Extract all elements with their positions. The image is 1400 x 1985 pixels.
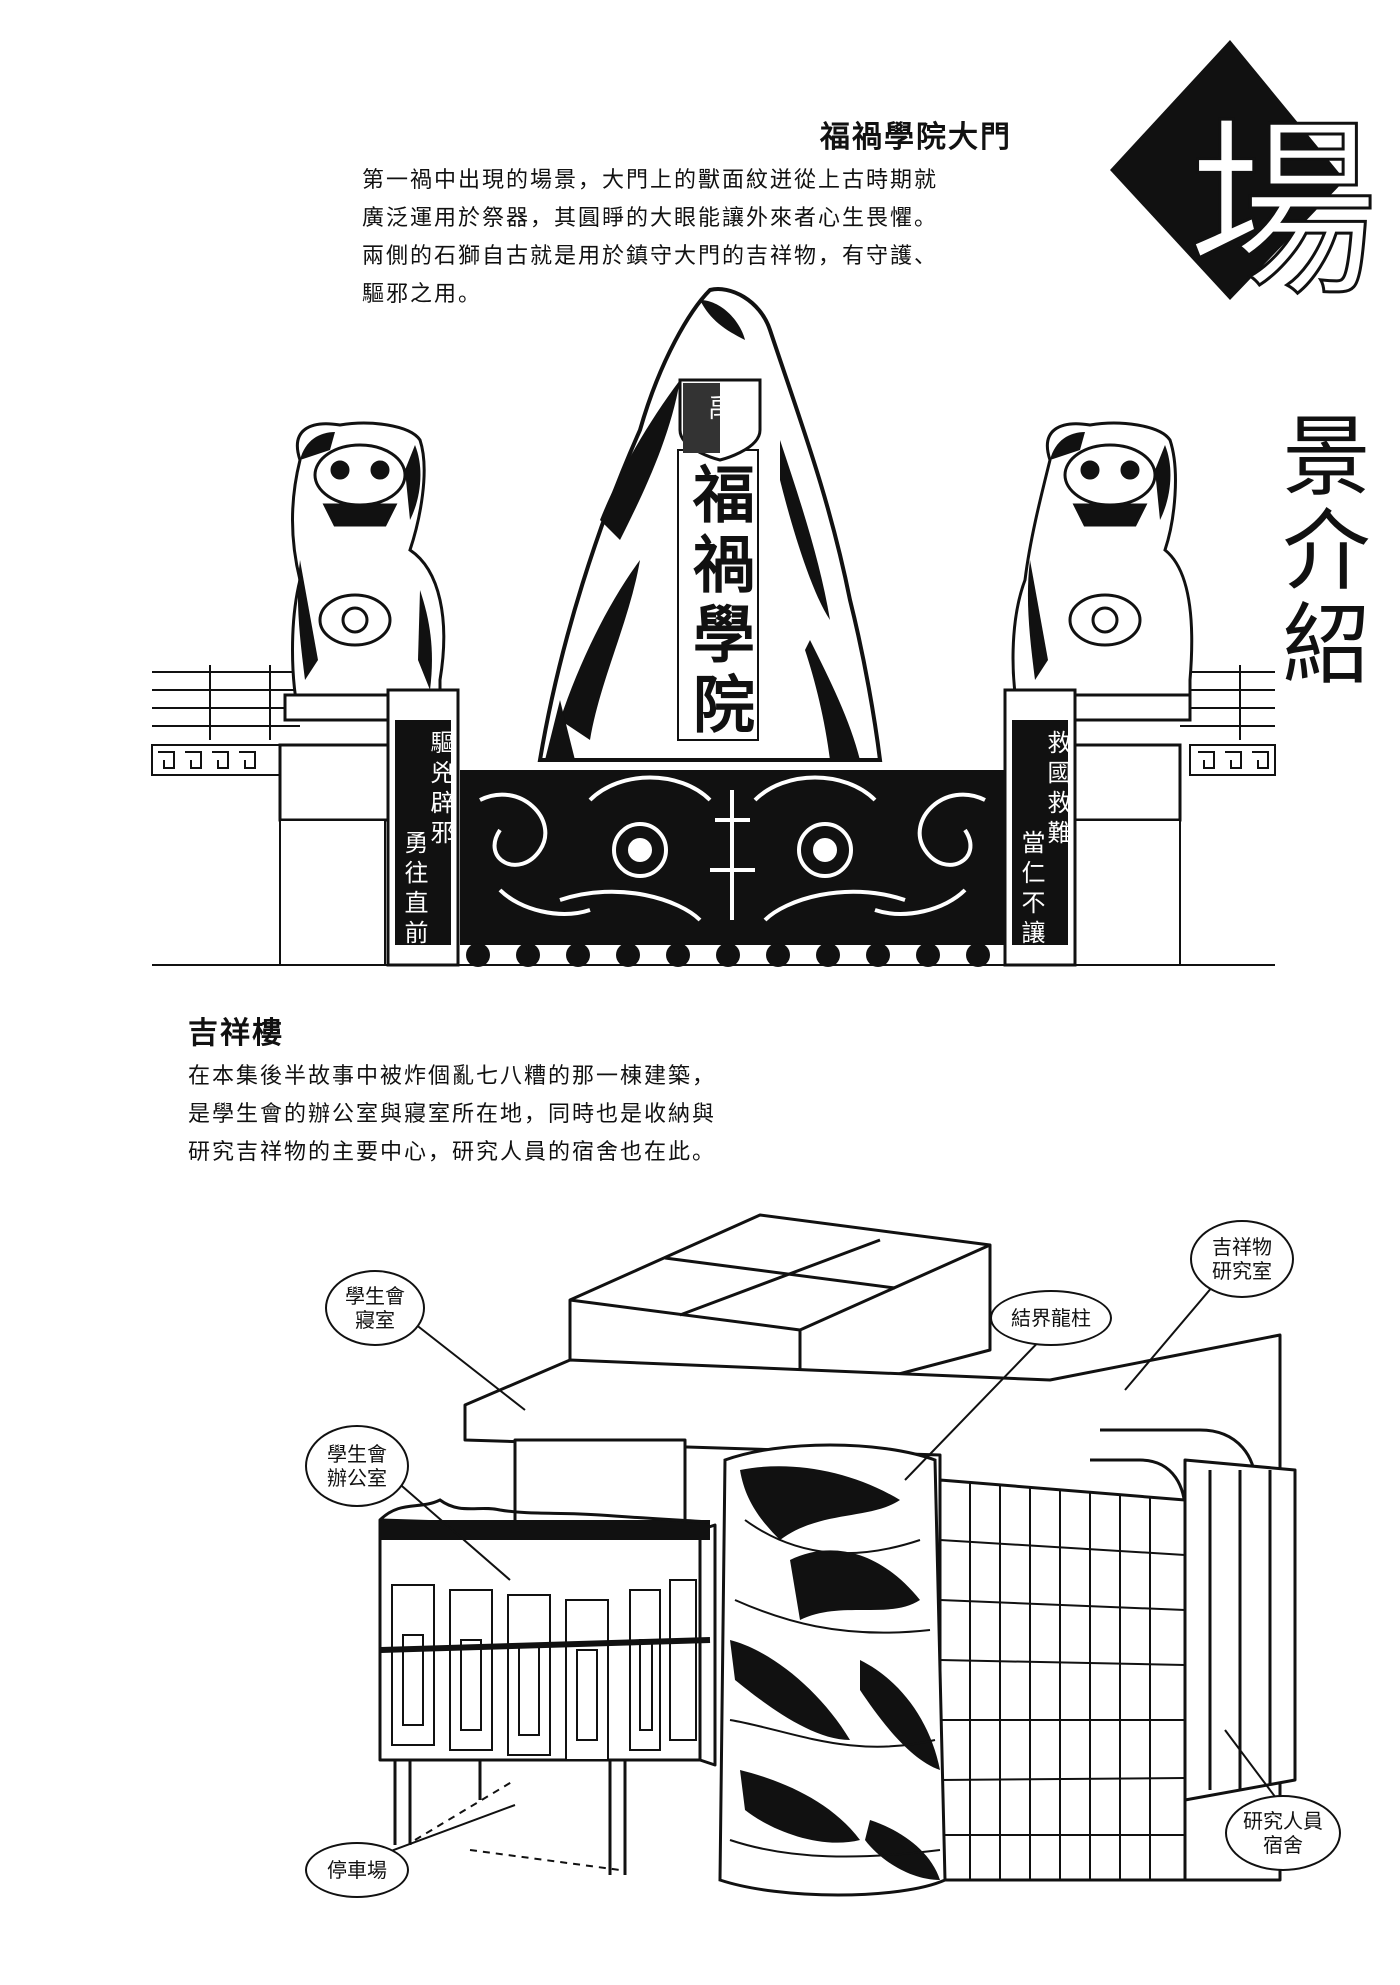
gate-description-line: 兩側的石獅自古就是用於鎮守大門的吉祥物，有守護、 xyxy=(362,244,939,269)
corner-title-big: 場 xyxy=(1154,109,1378,302)
gate-illustration xyxy=(151,287,1276,967)
label-mascot-lab-line: 研究室 xyxy=(1212,1259,1272,1283)
right-lion xyxy=(1011,421,1194,822)
label-barrier-pillar-line: 結界龍柱 xyxy=(1011,1306,1091,1330)
stone-inscription: 福禍學院 xyxy=(682,462,755,742)
label-student-office-line: 學生會 xyxy=(327,1442,387,1466)
gate-description: 第一禍中出現的場景，大門上的獸面紋迸從上古時期就 廣泛運用於祭器，其圓睜的大眼能… xyxy=(362,162,938,314)
label-mascot-lab-line: 吉祥物 xyxy=(1212,1235,1272,1259)
label-staff-dorm-line: 研究人員 xyxy=(1243,1809,1323,1833)
label-student-office: 學生會 辦公室 xyxy=(305,1425,409,1507)
right-couplet-line-1: 救國救難 xyxy=(1043,730,1071,850)
gate-description-line: 驅邪之用。 xyxy=(362,282,483,307)
label-student-dorm-line: 學生會 xyxy=(345,1284,405,1308)
gate-description-line: 第一禍中出現的場景，大門上的獸面紋迸從上古時期就 xyxy=(362,168,939,193)
label-student-dorm: 學生會 寢室 xyxy=(325,1270,425,1346)
right-couplet-line-2: 當仁不讓 xyxy=(1017,830,1045,950)
gate-section-title: 福禍學院大門 xyxy=(820,120,1012,155)
corner-title-rest: 景介紹 xyxy=(1268,410,1371,692)
building-description-line: 是學生會的辦公室與寢室所在地，同時也是收納與 xyxy=(188,1102,717,1127)
label-mascot-lab: 吉祥物 研究室 xyxy=(1190,1220,1294,1298)
gate-description-line: 廣泛運用於祭器，其圓睜的大眼能讓外來者心生畏懼。 xyxy=(362,206,939,231)
label-student-office-line: 辦公室 xyxy=(327,1466,387,1490)
building-description-line: 研究吉祥物的主要中心，研究人員的宿舍也在此。 xyxy=(188,1140,717,1165)
left-couplet-line-2: 勇往直前 xyxy=(400,830,428,950)
label-barrier-pillar: 結界龍柱 xyxy=(990,1290,1112,1346)
label-staff-dorm-line: 宿舍 xyxy=(1263,1833,1303,1857)
left-couplet-line-1: 驅兇辟邪 xyxy=(426,730,454,850)
label-student-dorm-line: 寢室 xyxy=(355,1308,395,1332)
badge-glyph: 禹 xyxy=(708,394,735,424)
label-staff-dorm: 研究人員 宿舍 xyxy=(1225,1795,1341,1871)
label-parking: 停車場 xyxy=(305,1842,409,1898)
label-parking-line: 停車場 xyxy=(327,1858,387,1882)
building-description: 在本集後半故事中被炸個亂七八糟的那一棟建築， 是學生會的辦公室與寢室所在地，同時… xyxy=(188,1058,716,1172)
building-section-title: 吉祥樓 xyxy=(188,1016,284,1051)
building-description-line: 在本集後半故事中被炸個亂七八糟的那一棟建築， xyxy=(188,1064,717,1089)
